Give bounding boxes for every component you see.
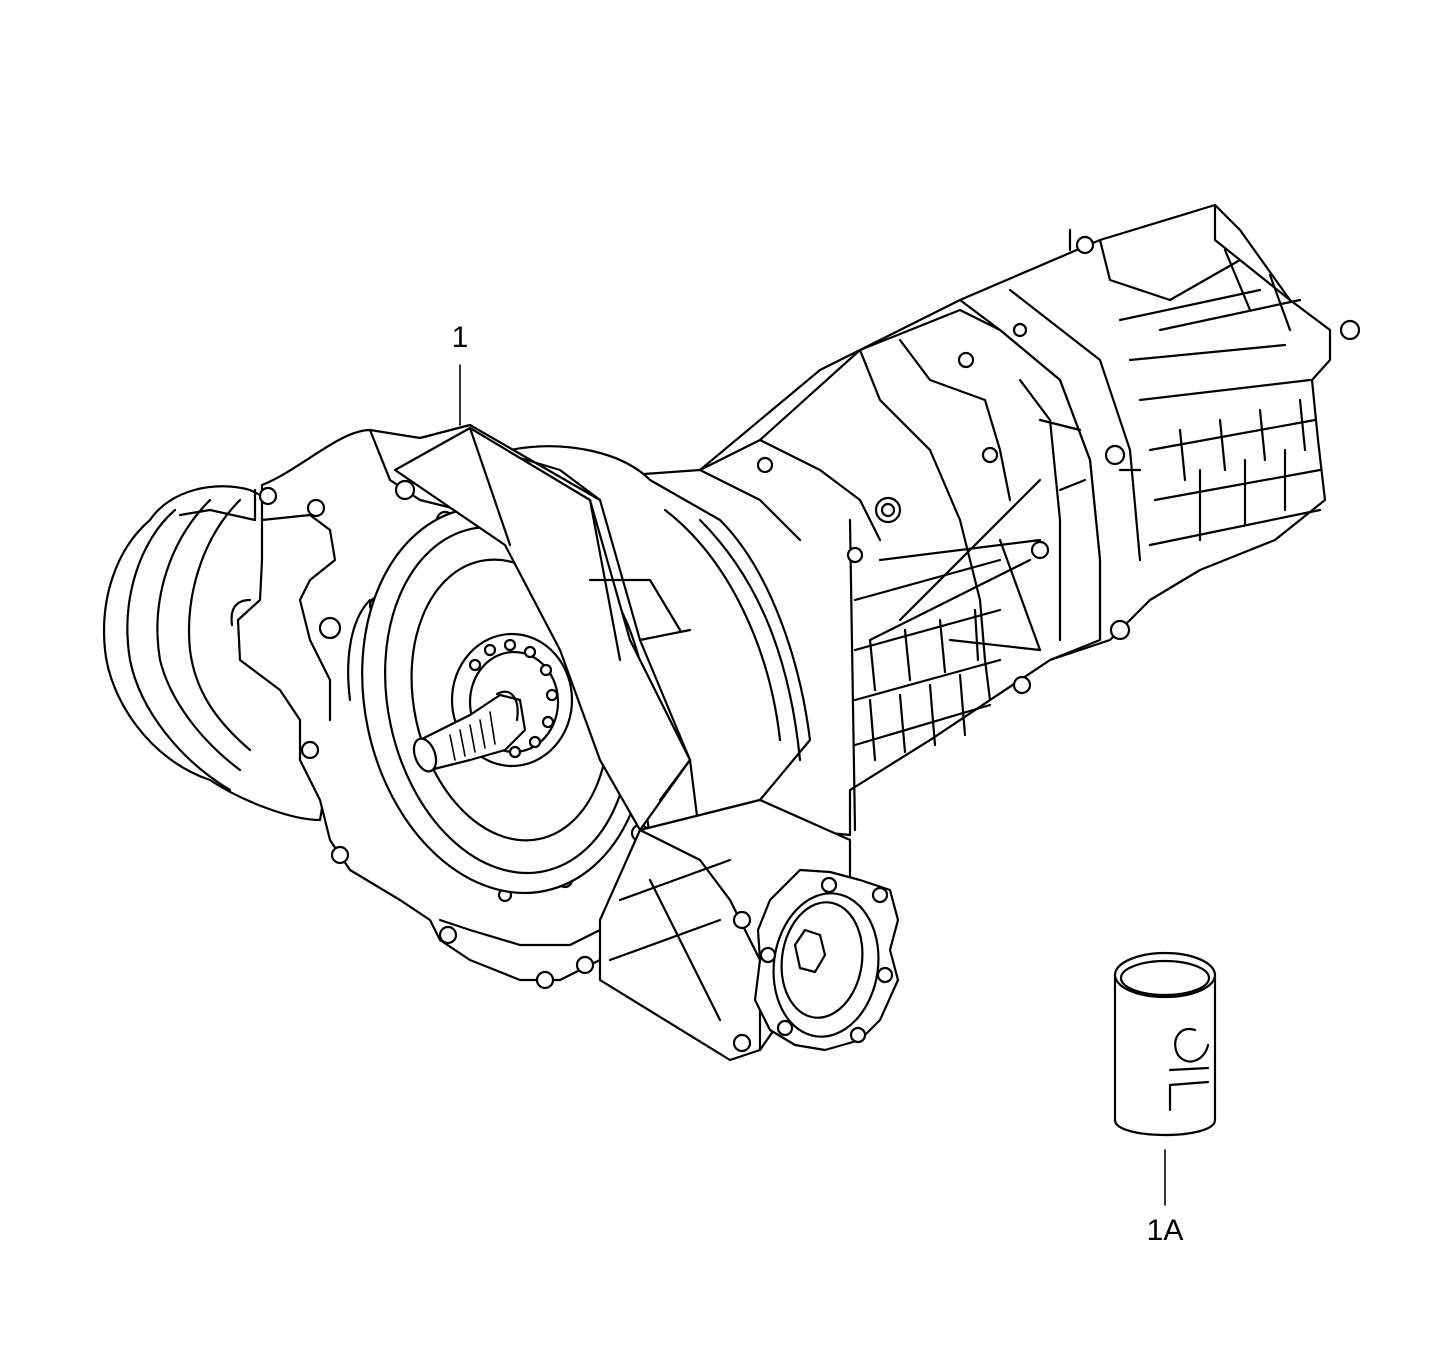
housing-brace [393,426,692,832]
callout-1-label: 1 [452,321,469,354]
callout-1A-label: 1A [1147,1214,1184,1247]
input-shaft [412,690,527,773]
left-cover [103,485,332,822]
fluid-can-icon[interactable] [1113,951,1217,1206]
gearbox-assembly-icon[interactable] [103,203,1361,1062]
output-flange [753,868,900,1052]
